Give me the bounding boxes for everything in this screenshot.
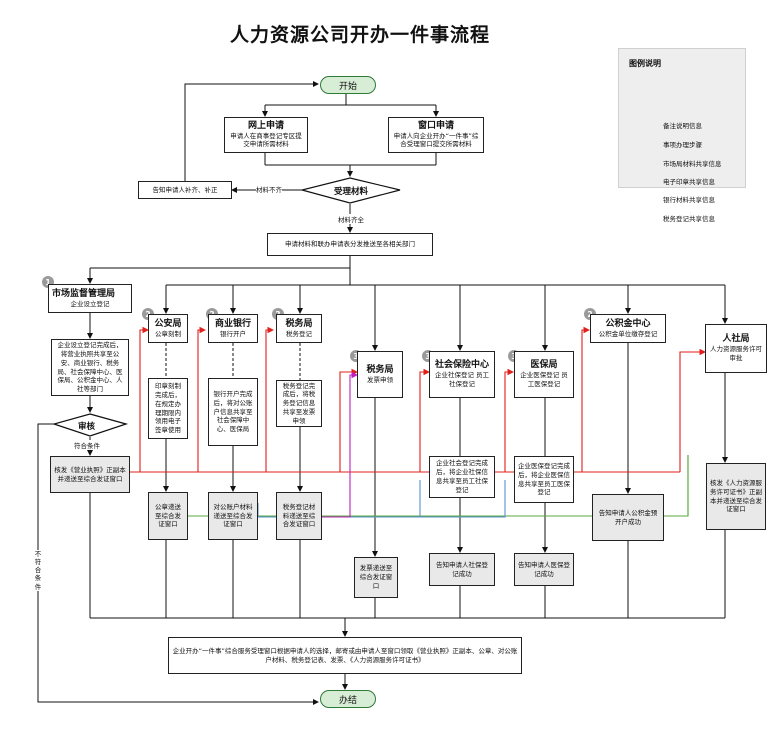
start-node: 开始: [320, 76, 376, 94]
legend-item-tax-share: 税务登记共享信息: [663, 215, 715, 223]
police-sub: 公章刻制: [155, 329, 181, 338]
incomplete-label: 材料不齐: [256, 184, 282, 194]
medical-sub: 企业医保登记 员工医保登记: [520, 371, 568, 388]
bank-sub: 银行开户: [220, 329, 246, 338]
medical-box: 医保局 企业医保登记 员工医保登记: [514, 351, 574, 398]
market-box: 市场监督管理局 企业设立登记: [48, 284, 132, 313]
review-diamond: [51, 413, 129, 437]
social-sub: 企业社保登记 员工社保登记: [434, 371, 490, 388]
police-send-box: 公章递送至综合发证窗口: [148, 492, 188, 540]
legend-title: 图例说明: [629, 59, 661, 68]
fund-title: 公积金中心: [605, 318, 651, 329]
legend: 图例说明 备注说明信息 事项办理步骤 市场局材料共享信息 电子印章共享信息 银行…: [618, 48, 746, 223]
window-application-desc: 申请人向企业开办“一件事”综合受理窗口提交所需材料: [393, 131, 479, 149]
tax1-box: 税务局 税务登记: [276, 314, 322, 343]
tax2-sub: 发票申领: [367, 375, 393, 384]
qualify-label: 符合条件: [74, 440, 100, 450]
bank-send-box: 对公账户材料递送至综合发证窗口: [208, 492, 258, 540]
medical-title: 医保局: [530, 360, 558, 371]
final-box: 企业开办“一件事”综合服务受理窗口根据申请人的选择，邮寄或由申请人至窗口领取《营…: [168, 637, 522, 674]
medical-desc-box: 企业医保登记完成后，将企业医保信息共享至员工医保登记: [514, 456, 574, 503]
distribute-box: 申请材料和联办申请表分发推送至各相关部门: [267, 233, 433, 256]
window-application-title: 窗口申请: [417, 120, 454, 131]
social-box: 社会保险中心 企业社保登记 员工社保登记: [429, 351, 495, 398]
window-application-box: 窗口申请 申请人向企业开办“一件事”综合受理窗口提交所需材料: [388, 117, 484, 153]
online-application-desc: 申请人在商事登记专区提交申请所需材料: [230, 131, 302, 149]
bank-title: 商业银行: [214, 318, 251, 329]
tax2-box: 税务局 发票申领: [357, 351, 403, 398]
market-title: 市场监督管理局: [52, 288, 116, 299]
hr-title: 人社局: [722, 334, 750, 345]
license-forward-box: 核发《营业执照》正副本并递送至综合发证窗口: [50, 456, 130, 493]
social-notify-box: 告知申请人社保登记成功: [429, 553, 495, 586]
online-application-box: 网上申请 申请人在商事登记专区提交申请所需材料: [224, 117, 308, 153]
market-sub: 企业设立登记: [70, 299, 110, 308]
end-node: 办结: [320, 690, 376, 708]
market-desc-box: 企业设立登记完成后，将营业执照共享至公安、商业银行、税务局、社会保障中心、医保局…: [51, 339, 129, 396]
legend-item-market-share: 市场局材料共享信息: [663, 160, 722, 168]
social-desc-box: 企业社会登记完成后，将企业社保信息共享至员工社保登记: [429, 456, 495, 498]
page-title: 人力资源公司开办一件事流程: [229, 24, 490, 46]
tax1-desc-box: 税务登记完成后，将税务登记信息共享至发票申领: [276, 380, 322, 427]
complete-label: 材料齐全: [338, 214, 364, 224]
medical-notify-box: 告知申请人医保登记成功: [514, 553, 574, 586]
police-box: 公安局 公章刻制: [148, 314, 188, 343]
tax1-sub: 税务登记: [286, 329, 312, 338]
bank-desc-box: 银行开户完成后，将对公账户信息共享至社会保障中心、医保局: [208, 378, 258, 446]
accept-diamond: [299, 177, 401, 204]
police-desc-box: 印章刻制完成后，在规定办理期限内领用电子签章使用: [148, 378, 188, 439]
bank-box: 商业银行 银行开户: [208, 314, 258, 343]
review-label: 审核: [78, 422, 96, 432]
tax2-title: 税务局: [366, 364, 394, 375]
hr-send-box: 核发《人力资源服务许可证书》正副本并递送至综合发证窗口: [706, 463, 766, 530]
online-application-title: 网上申请: [247, 120, 284, 131]
fund-sub: 公积金单位缴存登记: [598, 329, 658, 338]
police-title: 公安局: [154, 318, 182, 329]
fund-box: 公积金中心 公积金单位缴存登记: [590, 314, 666, 343]
notify-supplement-box: 告知申请人补齐、补正: [138, 181, 232, 199]
tax1-title: 税务局: [285, 318, 313, 329]
legend-item-bank-share: 银行材料共享信息: [663, 196, 715, 204]
not-qualify-label: 不符合条件: [34, 550, 42, 591]
hr-sub: 人力资源服务许可审批: [710, 345, 762, 362]
social-title: 社会保险中心: [434, 360, 489, 371]
legend-item-step: 事项办理步骤: [663, 141, 702, 149]
hr-box: 人社局 人力资源服务许可审批: [705, 324, 767, 373]
accept-label: 受理材料: [334, 187, 369, 197]
tax1-send-box: 税务登记材料递送至综合发证窗口: [276, 492, 322, 540]
tax2-send-box: 发票递送至综合发证窗口: [354, 557, 398, 598]
legend-item-seal-share: 电子印章共享信息: [663, 178, 715, 186]
legend-item-note: 备注说明信息: [663, 122, 702, 130]
fund-notify-box: 告知申请人公积金预开户成功: [592, 494, 664, 541]
